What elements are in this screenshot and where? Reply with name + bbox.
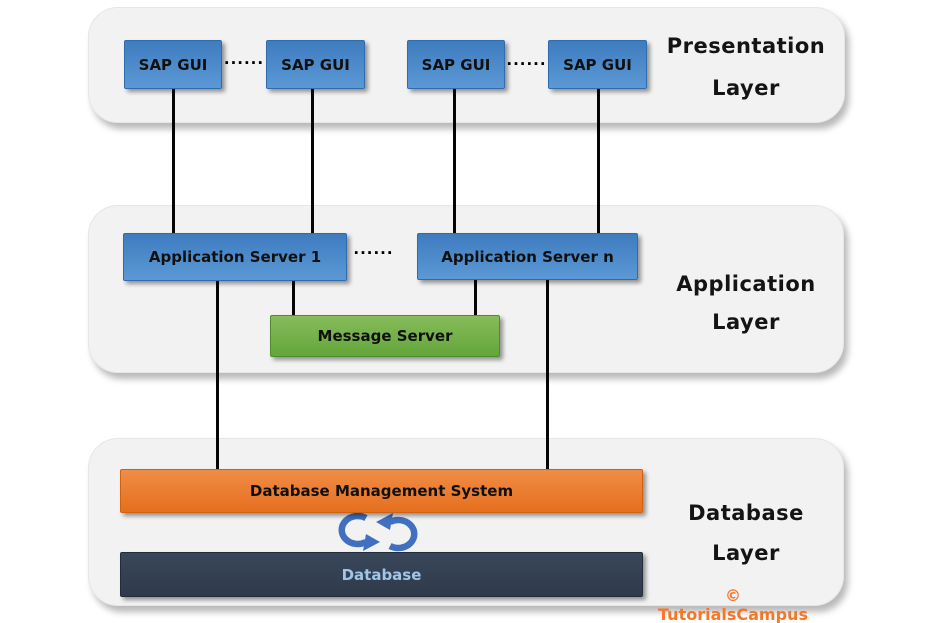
- ellipsis-dots: ......: [506, 51, 547, 69]
- connector-appservern-dbms: [546, 279, 549, 470]
- sync-arrows-icon: [338, 512, 418, 552]
- connector-sapgui2-appserver1: [311, 88, 314, 234]
- connector-sapgui4-appservern: [597, 88, 600, 234]
- connector-appserver1-dbms: [216, 280, 219, 470]
- copyright-text: © TutorialsCampus: [658, 586, 808, 623]
- sap-gui-box-4: SAP GUI: [548, 40, 647, 89]
- ellipsis-dots: ......: [223, 50, 265, 68]
- connector-sapgui3-appservern: [453, 88, 456, 234]
- dbms-box: Database Management System: [120, 469, 643, 513]
- sap-gui-box-2: SAP GUI: [266, 40, 365, 89]
- database-layer-label-line1: Database: [688, 501, 804, 525]
- message-server-box: Message Server: [270, 315, 500, 357]
- application-layer-label-line2: Layer: [712, 310, 780, 334]
- connector-sapgui1-appserver1: [172, 88, 175, 234]
- database-layer-label-line2: Layer: [712, 541, 780, 565]
- ellipsis-dots: ......: [353, 240, 394, 258]
- application-server-1-box: Application Server 1: [123, 233, 347, 281]
- connector-appservern-messageserver: [474, 279, 477, 316]
- connector-appserver1-messageserver: [292, 280, 295, 316]
- presentation-layer-label-line1: Presentation: [666, 34, 826, 58]
- sap-gui-box-3: SAP GUI: [407, 40, 505, 89]
- sap-gui-box-1: SAP GUI: [124, 40, 222, 89]
- application-layer-label-line1: Application: [676, 272, 816, 296]
- presentation-layer-label-line2: Layer: [712, 76, 780, 100]
- database-box: Database: [120, 552, 643, 597]
- application-server-n-box: Application Server n: [417, 233, 638, 280]
